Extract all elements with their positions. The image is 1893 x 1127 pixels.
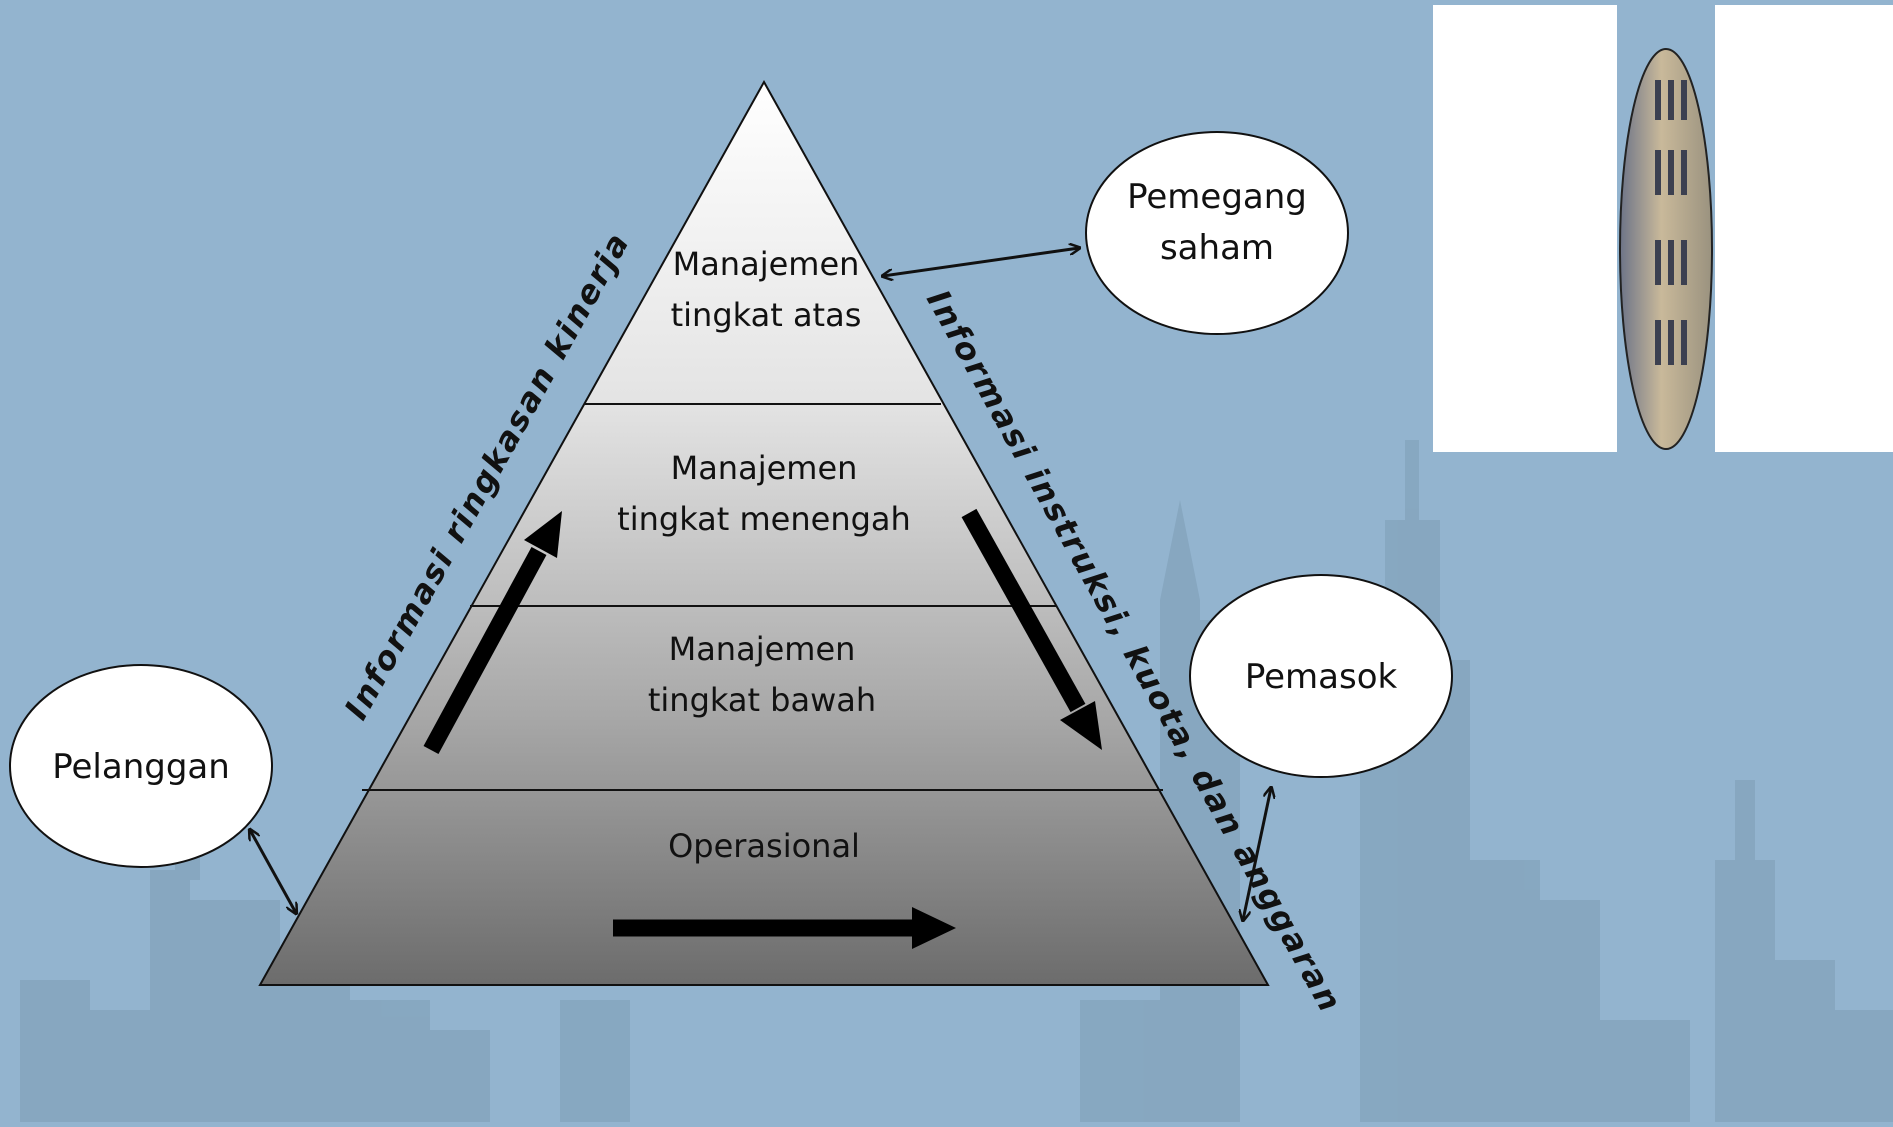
level-top-label-2: tingkat atas [671,296,862,334]
level-lower-label-2: tingkat bawah [648,681,876,719]
pyramid-shape [258,79,1270,986]
level-top-label-1: Manajemen [673,245,860,283]
level-middle-label-1: Manajemen [671,449,858,487]
upward-flow-arrow [423,511,562,755]
horizontal-flow-arrow [613,907,956,949]
customers-node: Pelanggan [9,664,273,868]
building-photo [1433,5,1893,452]
shareholders-label-2: saham [1160,228,1274,268]
suppliers-label: Pemasok [1245,657,1398,697]
suppliers-node: Pemasok [1189,574,1453,778]
customers-connector-arrow [250,830,296,913]
pyramid-level-dividers [362,403,1163,791]
city-skyline-background [20,440,1893,1122]
building-photo-icon [1655,80,1687,365]
customers-label: Pelanggan [52,747,230,787]
downward-flow-arrow [961,508,1102,750]
shareholders-connector-arrow [883,248,1079,276]
shareholders-node: Pemegang saham [1085,131,1349,335]
level-operational-label: Operasional [668,827,860,865]
shareholders-label-1: Pemegang [1127,177,1307,217]
suppliers-connector-arrow [1243,788,1271,920]
level-middle-label-2: tingkat menengah [617,500,911,538]
level-lower-label-1: Manajemen [669,630,856,668]
